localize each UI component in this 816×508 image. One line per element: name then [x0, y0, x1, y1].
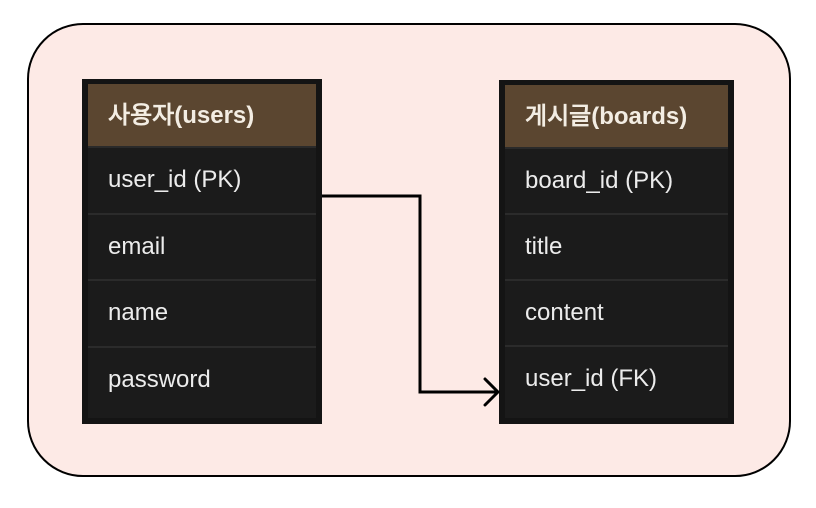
field-boards-content[interactable]: content: [505, 281, 728, 347]
entity-users-title: 사용자(users): [88, 84, 316, 148]
field-users-name[interactable]: name: [88, 281, 316, 348]
field-boards-title[interactable]: title: [505, 215, 728, 281]
field-boards-board-id[interactable]: board_id (PK): [505, 149, 728, 215]
entity-boards-table[interactable]: 게시글(boards) board_id (PK) title content …: [499, 80, 734, 424]
field-users-email[interactable]: email: [88, 215, 316, 281]
field-users-password[interactable]: password: [108, 365, 211, 393]
field-users-user-id[interactable]: user_id (PK): [88, 148, 316, 215]
entity-boards-title: 게시글(boards): [505, 85, 728, 149]
entity-users-table[interactable]: 사용자(users) user_id (PK) email name passw…: [82, 79, 322, 424]
field-boards-user-id[interactable]: user_id (FK): [525, 365, 658, 392]
